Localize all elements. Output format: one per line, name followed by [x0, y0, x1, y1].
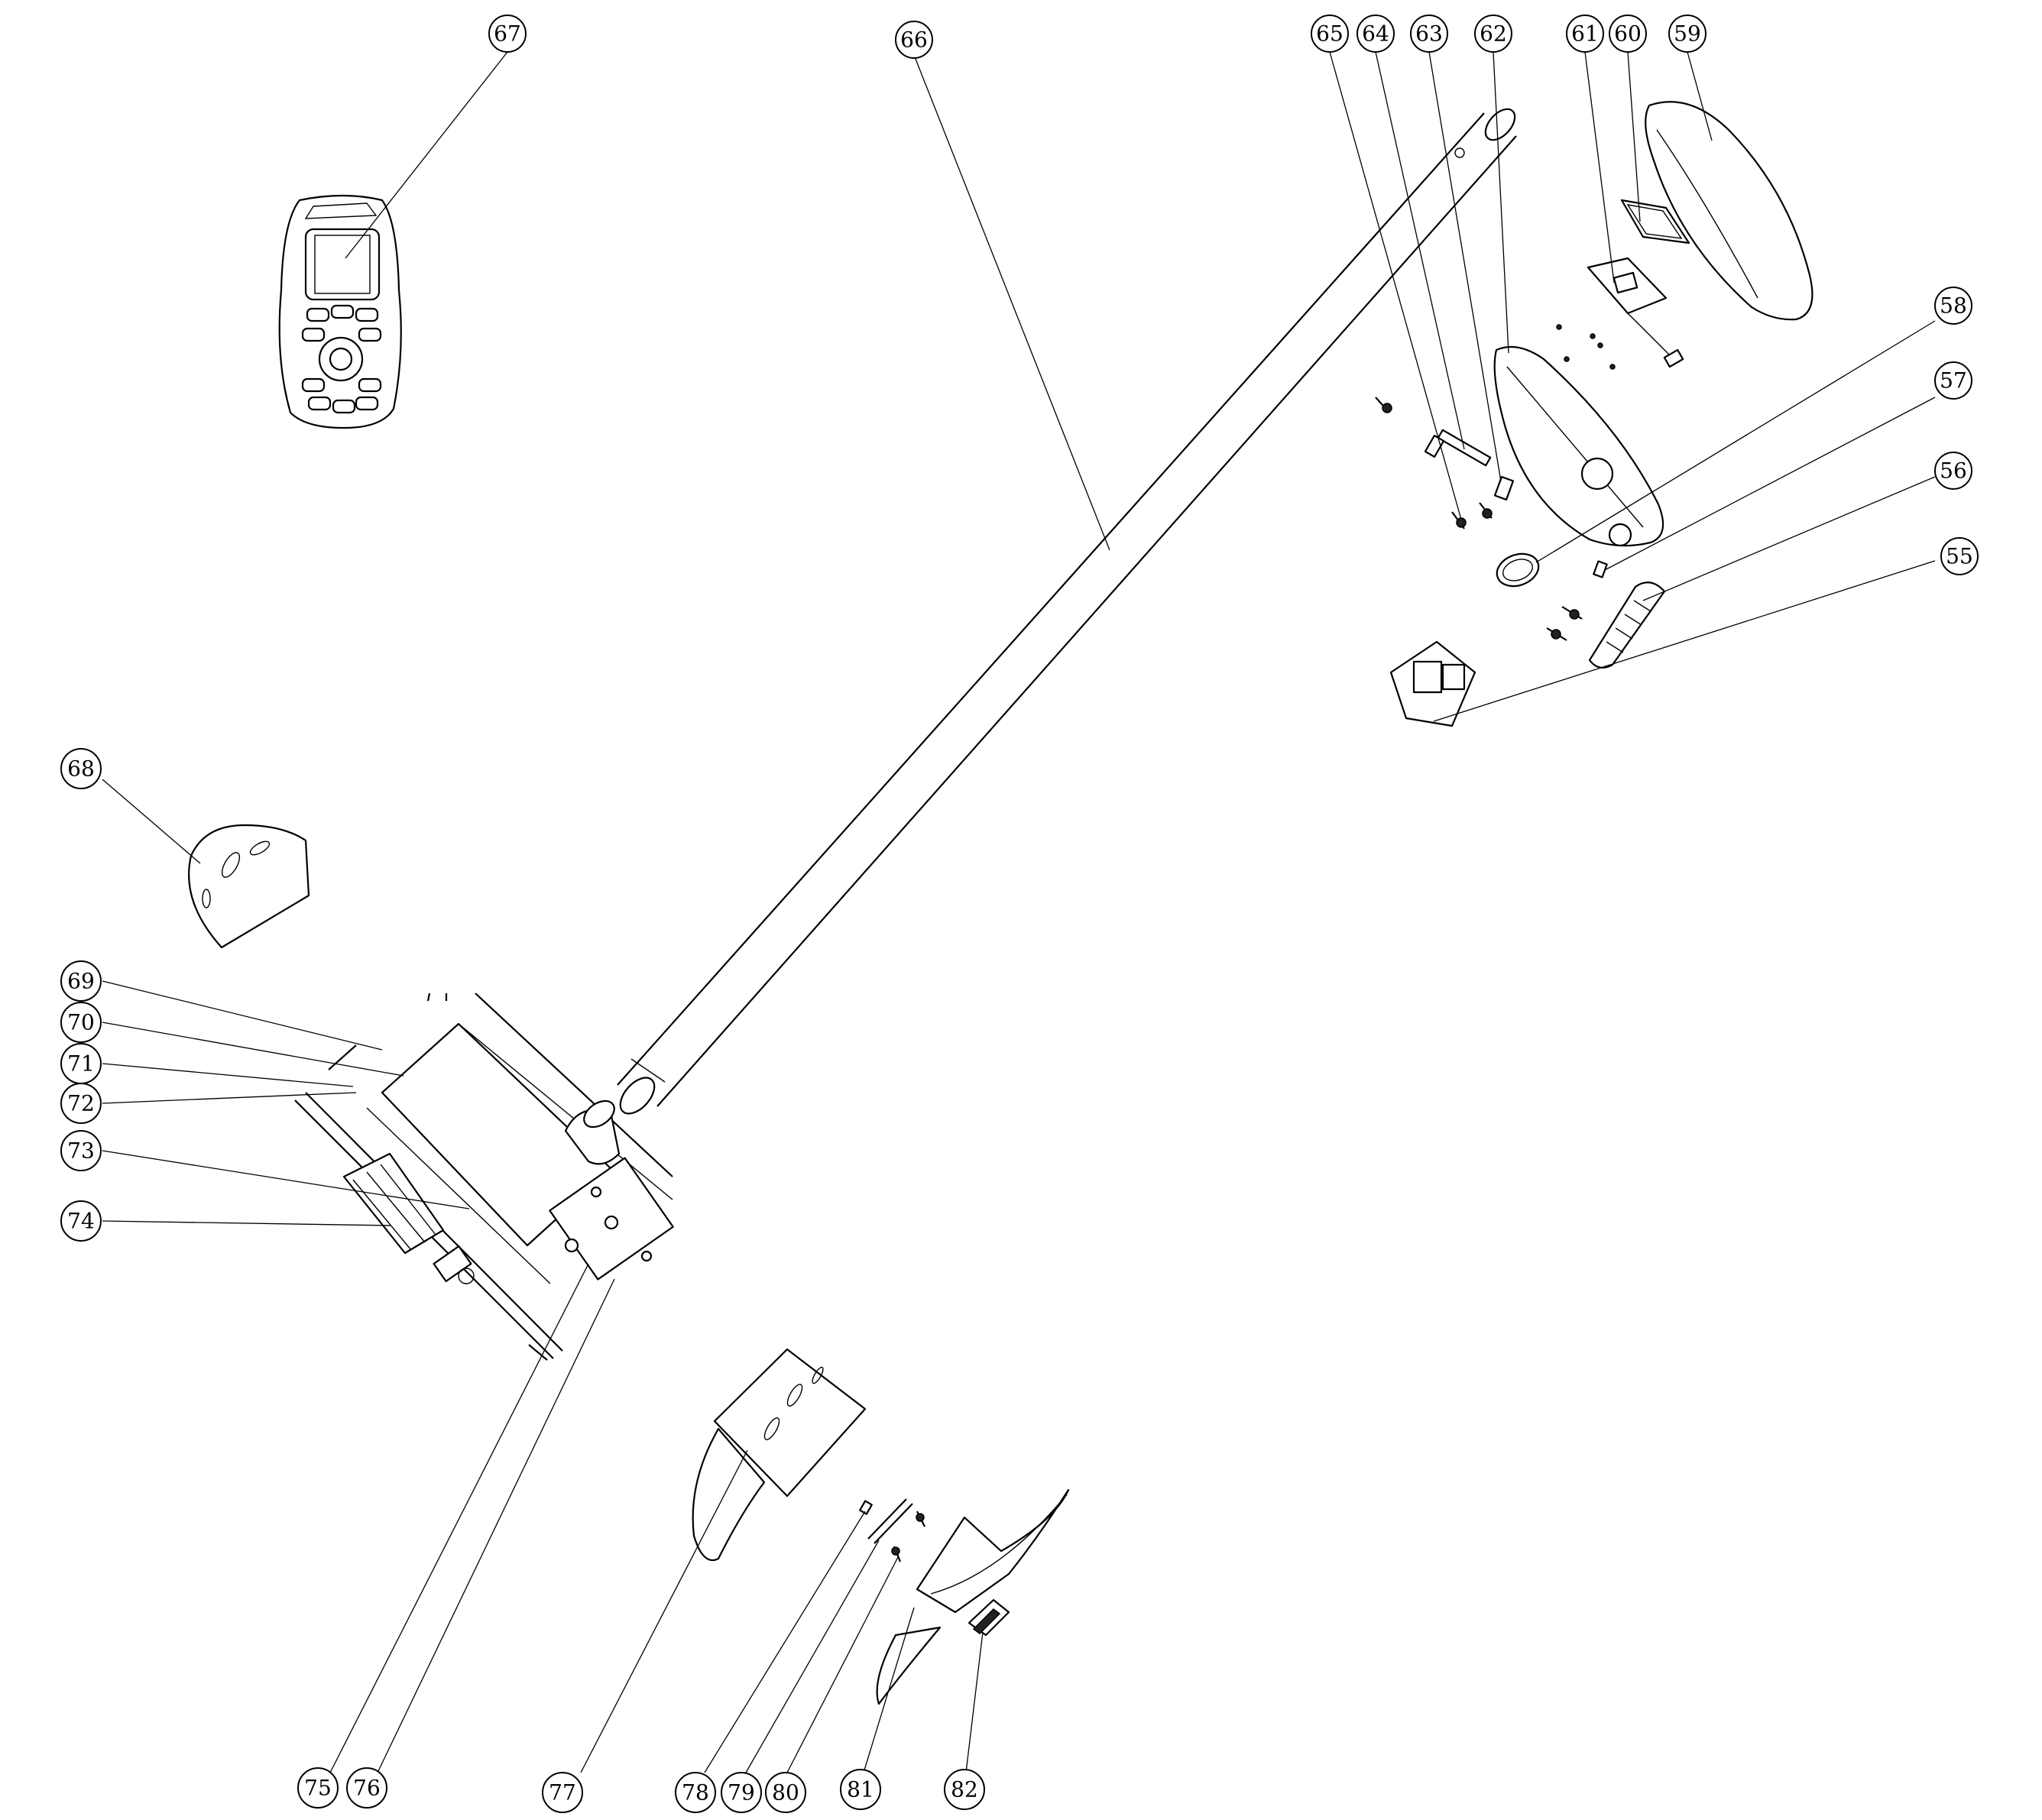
callout-62: 62 [1474, 15, 1512, 53]
svg-text:66: 66 [900, 28, 928, 53]
svg-text:67: 67 [494, 21, 521, 47]
callout-75: 75 [297, 1767, 339, 1809]
svg-text:76: 76 [353, 1776, 381, 1801]
svg-text:61: 61 [1571, 21, 1599, 47]
part-60-plate [1620, 199, 1690, 245]
svg-text:63: 63 [1415, 21, 1443, 47]
svg-text:55: 55 [1946, 544, 1973, 569]
callout-61: 61 [1566, 15, 1604, 53]
callout-56: 56 [1934, 452, 1972, 490]
leader-lines [102, 51, 1936, 1773]
callout-71: 71 [60, 1043, 102, 1084]
part-59-top-cover [1645, 101, 1813, 321]
svg-text:68: 68 [67, 756, 95, 782]
callout-69: 69 [60, 960, 102, 1002]
callout-63: 63 [1410, 15, 1448, 53]
svg-text:71: 71 [67, 1051, 95, 1077]
svg-text:75: 75 [304, 1776, 332, 1801]
svg-text:73: 73 [67, 1138, 95, 1164]
callout-82: 82 [944, 1769, 985, 1810]
part-55-bracket [1389, 640, 1476, 727]
svg-text:77: 77 [549, 1780, 576, 1805]
callout-81: 81 [840, 1769, 881, 1810]
part-57-clip [1593, 560, 1608, 578]
part-78-79-80-washers-screws [859, 1498, 925, 1563]
part-67-remote-control [278, 194, 402, 429]
callout-57: 57 [1934, 361, 1972, 400]
svg-text:81: 81 [847, 1777, 874, 1802]
svg-text:74: 74 [67, 1209, 95, 1234]
callout-68: 68 [60, 748, 102, 789]
svg-text:65: 65 [1316, 21, 1344, 47]
svg-text:78: 78 [682, 1780, 709, 1805]
svg-text:62: 62 [1480, 21, 1507, 47]
callout-77: 77 [542, 1772, 583, 1813]
svg-text:72: 72 [67, 1091, 95, 1116]
svg-text:80: 80 [772, 1780, 799, 1805]
svg-text:57: 57 [1940, 368, 1967, 393]
callout-79: 79 [721, 1772, 762, 1813]
callout-60: 60 [1609, 15, 1647, 53]
svg-text:58: 58 [1940, 293, 1967, 319]
callout-80: 80 [765, 1772, 806, 1813]
part-62-lower-housing [1493, 345, 1664, 547]
part-66-shaft [617, 108, 1517, 1115]
svg-text:70: 70 [67, 1010, 95, 1035]
callout-64: 64 [1356, 15, 1395, 53]
part-58-o-ring [1496, 552, 1540, 588]
svg-text:64: 64 [1362, 21, 1389, 47]
svg-text:79: 79 [728, 1780, 755, 1805]
callout-59: 59 [1668, 15, 1707, 53]
callout-66: 66 [895, 21, 933, 59]
callout-70: 70 [60, 1002, 102, 1043]
callout-72: 72 [60, 1083, 102, 1124]
part-56-spring [1588, 581, 1666, 669]
svg-text:69: 69 [67, 969, 95, 994]
part-64-bolt [1424, 429, 1492, 467]
part-68-nose-cone [188, 824, 310, 949]
part-82-anode [968, 1598, 1010, 1637]
svg-text:82: 82 [951, 1777, 978, 1802]
part-screws-lower [1546, 606, 1583, 641]
callout-76: 76 [346, 1767, 387, 1809]
callout-74: 74 [60, 1200, 102, 1242]
svg-text:56: 56 [1940, 458, 1967, 484]
part-61-circuit-board [1587, 257, 1684, 368]
callout-55: 55 [1940, 537, 1979, 575]
part-63-bushing [1493, 475, 1515, 501]
callout-58: 58 [1934, 287, 1972, 325]
part-65-screws [1375, 397, 1493, 529]
callout-78: 78 [675, 1772, 716, 1813]
callout-73: 73 [60, 1130, 102, 1171]
svg-text:59: 59 [1674, 21, 1701, 47]
part-61-small-screws [1556, 324, 1616, 370]
callout-67: 67 [488, 15, 527, 53]
callout-65: 65 [1311, 15, 1349, 53]
svg-text:60: 60 [1614, 21, 1642, 47]
part-81-fin [876, 1488, 1070, 1705]
part-motor-assembly [328, 993, 674, 1284]
part-77-lower-cover [692, 1348, 867, 1561]
